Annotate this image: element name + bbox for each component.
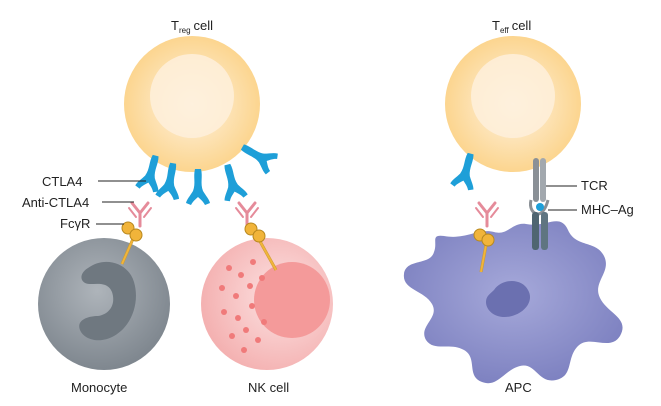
anti-ctla4-antibody-apc — [474, 201, 500, 228]
anti-ctla4-label: Anti-CTLA4 — [22, 195, 89, 210]
monocyte-cell — [38, 238, 170, 370]
mhc-ag-label: MHC–Ag — [581, 202, 634, 217]
apc-cell — [403, 221, 623, 384]
anti-ctla4-antibody-nk — [234, 201, 260, 228]
apc-label: APC — [505, 380, 532, 395]
fcgr-label: FcγR — [60, 216, 90, 231]
teff-cell — [445, 36, 581, 172]
fcgr-pointer: FcγR — [60, 216, 124, 231]
monocyte-label: Monocyte — [71, 380, 127, 395]
nk-cell — [201, 238, 333, 370]
nk-granules — [219, 259, 267, 353]
tcr-pointer: TCR — [546, 178, 608, 193]
anti-ctla4-pointer: Anti-CTLA4 — [22, 195, 134, 210]
fc-receptor-monocyte — [120, 221, 143, 265]
mhc-ag-pointer: MHC–Ag — [548, 202, 634, 217]
mhc-ag-complex — [532, 203, 548, 250]
treg-cell — [124, 36, 260, 172]
tcr-receptor — [529, 158, 550, 216]
fc-receptor-nk — [244, 222, 278, 271]
tcr-label: TCR — [581, 178, 608, 193]
fc-receptor-apc — [473, 228, 495, 273]
anti-ctla4-antibody-monocyte — [127, 201, 153, 228]
nk-cell-label: NK cell — [248, 380, 289, 395]
ctla4-label: CTLA4 — [42, 174, 82, 189]
ctla4-pointer: CTLA4 — [42, 174, 146, 189]
